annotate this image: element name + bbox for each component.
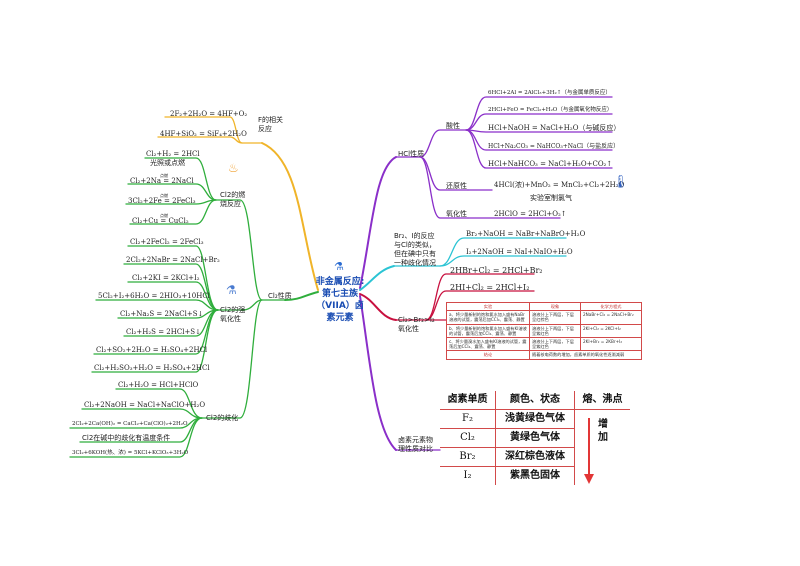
table-cell: 黄绿色气体 [495,428,575,448]
table-cell: 深红棕色液体 [495,447,575,467]
branch-hcl [359,156,397,289]
order-eq-2: 2HI+Cl₂ = 2HCl+I₂ [450,283,530,292]
table-row: a、将少量新制的饱和氯水加入盛有NaBr溶液的试管，震荡后加CCl₄、震荡、静置… [446,310,642,325]
acid-eq-3: HCl+NaOH = NaCl+H₂O（与碱反应） [488,124,621,132]
acid-eq-4: HCl+Na₂CO₃ = NaHCO₃+NaCl（与盐反应） [488,143,620,150]
branch-bri [359,265,395,291]
ox-eq-5: Cl₂+Na₂S = 2NaCl+S↓ [120,310,204,318]
table-cell: 结论 [446,350,530,360]
f-eq-2: 4HF+SiO₂ = SiF₄+2H₂O [160,130,247,138]
branch-f [261,142,319,291]
disp-eq-4: 3Cl₂+6KOH(热、浓) = 5KCl+KClO₃+3H₂O [72,450,189,456]
hcl-acid-label: 酸性 [446,122,460,130]
burn-cond-2: 点燃 [160,173,168,178]
table-cell: 溶液分上下两层，下层呈紫红色 [529,337,581,352]
flask-icon: ⚗ [226,283,237,297]
table-header-cell: 现象 [529,301,581,312]
table-cell: 随着核电荷数的增加，卤素单质的氧化性逐渐减弱 [529,350,642,360]
branch-cl2 [284,291,319,301]
table-cell: a、将少量新制的饱和氯水加入盛有NaBr溶液的试管，震荡后加CCl₄、震荡、静置 [446,310,530,325]
table-cell: 溶液分上下两层，下层呈红棕色 [529,310,581,325]
oxidation-experiment-table: 实验 现象 化学方程式 a、将少量新制的饱和氯水加入盛有NaBr溶液的试管，震荡… [446,301,642,360]
oxidation-order-label: Cl₂>Br₂>I₂氧化性 [398,316,435,333]
cl2-properties-label: Cl₂性质 [268,292,292,300]
branch-order [359,293,397,321]
reduc-eq-1: 4HCl(浓)+MnO₂ = MnCl₂+Cl₂+2H₂O [494,181,625,189]
acid-eq-1: 6HCl+2Al = 2AlCl₃+3H₂↑（与金属单质反应） [488,90,611,96]
flame-icon: ♨ [228,161,239,175]
ox-eq-4: 5Cl₂+I₂+6H₂O = 2HIO₃+10HCl [98,292,210,300]
f-eq-1: 2F₂+2H₂O = 4HF+O₂ [170,110,248,118]
table-cell: 2KI+Br₂ = 2KBr+I₂ [580,337,642,352]
table-cell: 紫黑色固体 [495,466,575,485]
reduc-note: 实验室制氯气 [530,194,572,202]
acid-eq-5: HCl+NaHCO₃ = NaCl+H₂O+CO₂↑ [488,160,613,168]
table-cell: 溶液分上下两层，下层呈紫红色 [529,323,581,339]
f-reactions-label: F的相关反应 [258,116,284,133]
ox-eq-1: Cl₂+2FeCl₂ = 2FeCl₃ [130,238,204,246]
table-cell: 2NaBr+Cl₂ = 2NaCl+Br₂ [580,310,642,325]
table-header-cell: 颜色、状态 [495,391,575,410]
cl2-oxidizer-label: Cl2的强氧化性 [220,306,246,323]
ox-eq-3: Cl₂+2KI = 2KCl+I₂ [132,274,200,282]
table-row: c、将少量溴水加入盛有KI溶液的试管，震荡后加CCl₄、震荡、静置 溶液分上下两… [446,337,642,352]
bri-eq-2: I₂+2NaOH = NaI+NaIO+H₂O [466,248,573,256]
table-cell: 2KI+Cl₂ = 2KCl+I₂ [580,323,642,339]
ox-eq-6: Cl₂+H₂S = 2HCl+S↓ [126,328,201,336]
table-header-cell: 化学方程式 [580,301,642,312]
hcl-oxidation-label: 氧化性 [446,210,467,218]
branch-phys [359,295,397,451]
burn-cond-4: 点燃 [160,213,168,218]
center-title: 非金属反应: 第七主族（VIIA）卤素元素 [315,277,365,323]
flask-icon: ⚗ [334,260,344,273]
hcl-reduction-label: 还原性 [446,182,467,190]
table-header-row: 卤素单质 颜色、状态 熔、沸点 [440,391,630,410]
acid-eq-2: 2HCl+FeO = FeCl₂+H₂O（与金属氧化物反应） [488,107,613,113]
hcl-properties-label: HCl性质 [398,150,425,158]
table-header-row: 实验 现象 化学方程式 [446,301,642,312]
table-cell: F₂ [440,409,496,429]
cl2-disproportion-label: Cl2的歧化 [206,414,239,422]
table-cell: Br₂ [440,447,496,467]
table-cell: Cl₂ [440,428,496,448]
table-header-cell: 实验 [446,301,530,312]
disp-eq-3: 2Cl₂+2Ca(OH)₂ = CaCl₂+Ca(ClO)₂+2H₂O [72,421,188,427]
table-row: b、将少量新制的饱和氯水加入盛有KI溶液的试管，震荡后加CCl₄、震荡、静置 溶… [446,323,642,339]
ox-eq-2: 2Cl₂+2NaBr = 2NaCl+Br₂ [126,256,220,264]
trend-arrow-icon [583,418,594,484]
table-row: F₂ 浅黄绿色气体 增加 [440,409,630,485]
disp-eq-2: Cl₂+2NaOH = NaCl+NaClO+H₂O [84,401,206,409]
burn-eq-2: Cl₂+2Na = 2NaCl [130,177,194,185]
oxid-eq-1: 2HClO = 2HCl+O₂↑ [494,210,567,218]
order-eq-1: 2HBr+Cl₂ = 2HCl+Br₂ [450,266,543,275]
table-row: I₂ 紫黑色固体 [440,466,630,485]
thermometer-icon: 🌡 [612,175,629,190]
table-cell: I₂ [440,466,496,485]
physical-properties-table: 卤素单质 颜色、状态 熔、沸点 F₂ 浅黄绿色气体 增加 Cl₂ 黄绿色气体 B… [440,391,630,485]
physical-properties-label: 卤素元素物理性质对比 [398,436,433,453]
burn-eq-4: Cl₂+Cu = CuCl₂ [132,217,189,225]
table-header-cell: 熔、沸点 [573,391,630,410]
cl2-burn-label: Cl2的燃烧反应 [220,191,246,208]
burn-cond-1: 光照或点燃 [150,159,185,167]
ox-eq-8: Cl₂+H₂SO₃+H₂O = H₂SO₄+2HCl [94,364,210,372]
disp-eq-1: Cl₂+H₂O = HCl+HClO [118,381,199,389]
table-footer-row: 结论 随着核电荷数的增加，卤素单质的氧化性逐渐减弱 [446,350,642,360]
ox-eq-7: Cl₂+SO₂+2H₂O = H₂SO₄+2HCl [96,346,208,354]
table-header-cell: 卤素单质 [440,391,496,410]
br-i-label: Br₂、I的反应与Cl的类似，但在碘中只有一种歧化情况 [394,232,436,267]
table-cell: c、将少量溴水加入盛有KI溶液的试管，震荡后加CCl₄、震荡、静置 [446,337,530,352]
burn-cond-3: 点燃 [160,193,168,198]
trend-cell: 增加 [573,409,630,485]
table-row: Br₂ 深红棕色液体 [440,447,630,467]
bri-eq-1: Br₂+NaOH = NaBr+NaBrO+H₂O [466,230,586,238]
burn-eq-1: Cl₂+H₂ = 2HCl [146,150,200,158]
trend-label: 增加 [597,419,608,443]
table-cell: 浅黄绿色气体 [495,409,575,429]
disp-note: Cl2在碱中的歧化有温度条件 [82,434,171,442]
table-cell: b、将少量新制的饱和氯水加入盛有KI溶液的试管，震荡后加CCl₄、震荡、静置 [446,323,530,339]
burn-eq-3: 3Cl₂+2Fe = 2FeCl₃ [128,197,196,205]
